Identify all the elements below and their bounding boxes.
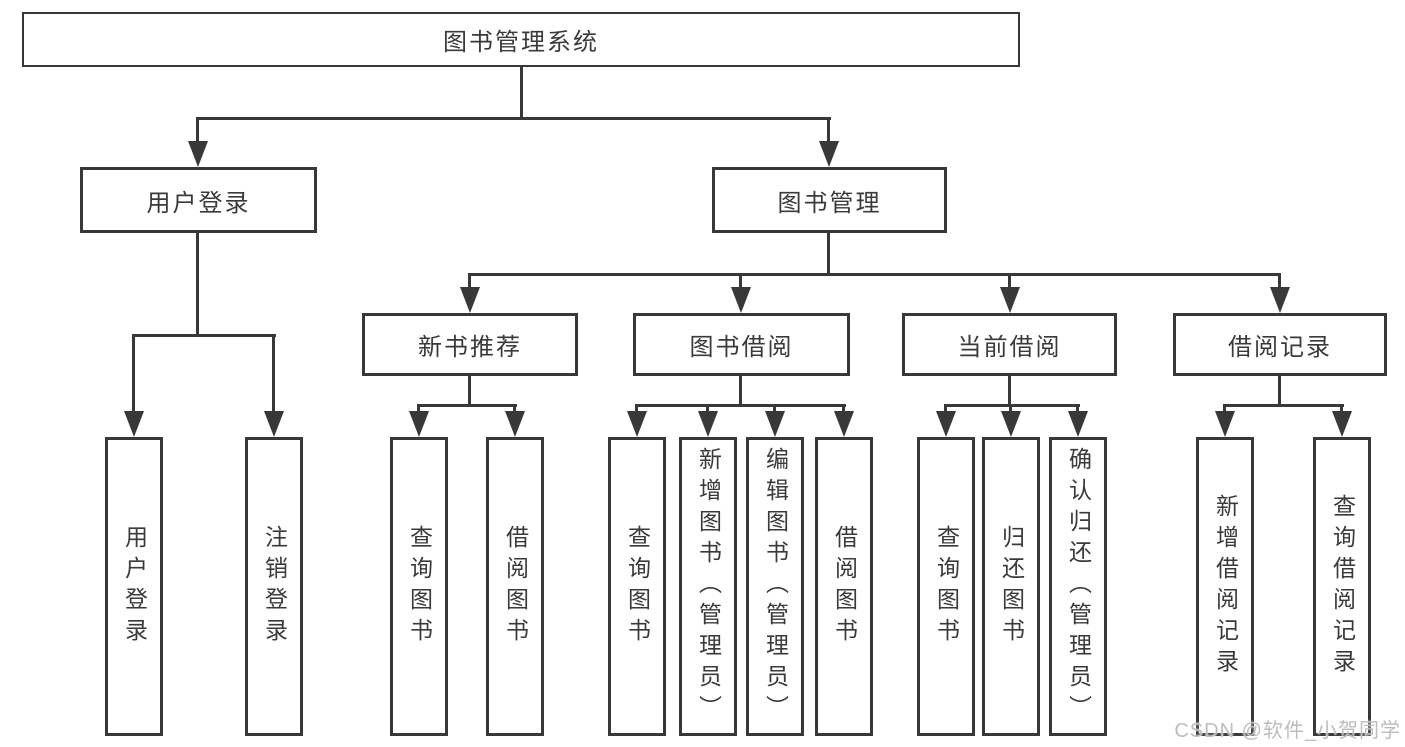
node-label: 归还图书 [998, 524, 1025, 649]
arrow-down-icon [264, 411, 284, 437]
arrow-down-icon [698, 411, 718, 437]
node-label: 用户登录 [121, 524, 148, 649]
node-label: 注销登录 [261, 524, 288, 649]
connector-line [944, 404, 1080, 407]
connector-line [827, 233, 830, 276]
arrow-down-icon [1068, 411, 1088, 437]
arrow-down-icon [627, 411, 647, 437]
arrow-down-icon [834, 411, 854, 437]
connector-line [842, 404, 845, 412]
node-label: 图书管理系统 [443, 29, 599, 56]
arrow-down-icon [124, 411, 144, 437]
node-label: 新书推荐 [418, 334, 522, 361]
connector-line [1278, 376, 1281, 407]
connector-line [739, 273, 742, 289]
node-leaf-query-books-recommend: 查询图书 [390, 437, 448, 736]
arrow-down-icon [409, 411, 429, 437]
node-new-book-recommend: 新书推荐 [362, 313, 578, 376]
node-label: 借阅图书 [502, 524, 529, 649]
watermark-text: CSDN @软件_小贺同学 [1174, 720, 1401, 742]
arrow-down-icon [1000, 287, 1020, 313]
arrow-down-icon [1001, 411, 1021, 437]
node-label: 确认归还（管理员） [1065, 447, 1092, 726]
connector-line [944, 404, 947, 412]
node-library-system: 图书管理系统 [22, 12, 1020, 67]
node-leaf-return-books: 归还图书 [982, 437, 1040, 736]
connector-line [1223, 404, 1226, 412]
connector-line [417, 404, 420, 412]
node-label: 新增图书（管理员） [695, 447, 722, 726]
connector-line [417, 404, 517, 407]
connector-line [635, 404, 638, 412]
node-leaf-query-books-current: 查询图书 [917, 437, 975, 736]
connector-line [132, 334, 276, 337]
arrow-down-icon [819, 141, 839, 167]
node-leaf-confirm-return-admin: 确认归还（管理员） [1049, 437, 1107, 736]
connector-line [513, 404, 516, 412]
node-label: 查询图书 [406, 524, 433, 649]
node-leaf-add-borrow-record: 新增借阅记录 [1196, 437, 1254, 736]
node-book-borrow: 图书借阅 [633, 313, 850, 376]
connector-line [635, 404, 846, 407]
node-book-management: 图书管理 [712, 167, 947, 233]
node-current-borrow: 当前借阅 [902, 313, 1117, 376]
arrow-down-icon [1270, 287, 1290, 313]
node-user-login: 用户登录 [80, 167, 317, 233]
connector-line [739, 376, 742, 407]
arrow-down-icon [765, 411, 785, 437]
node-label: 借阅图书 [831, 524, 858, 649]
arrow-down-icon [460, 287, 480, 313]
node-label: 图书借阅 [689, 334, 794, 361]
connector-line [1009, 404, 1012, 412]
connector-line [132, 334, 135, 412]
connector-line [1008, 273, 1011, 289]
node-leaf-borrow-books: 借阅图书 [815, 437, 873, 736]
connector-line [196, 117, 199, 143]
node-label: 查询图书 [933, 524, 960, 649]
arrow-down-icon [731, 287, 751, 313]
node-label: 编辑图书（管理员） [762, 447, 789, 726]
connector-line [827, 117, 830, 143]
connector-line [272, 334, 275, 412]
node-label: 查询借阅记录 [1329, 493, 1356, 680]
connector-line [706, 404, 709, 412]
connector-line [1076, 404, 1079, 412]
connector-line [520, 67, 523, 118]
connector-line [196, 233, 199, 336]
node-label: 图书管理 [777, 189, 882, 217]
arrow-down-icon [936, 411, 956, 437]
connector-line [1340, 404, 1343, 412]
node-label: 新增借阅记录 [1212, 493, 1239, 680]
node-label: 当前借阅 [957, 334, 1062, 361]
node-leaf-query-borrow-record: 查询借阅记录 [1313, 437, 1371, 736]
node-leaf-add-books-admin: 新增图书（管理员） [679, 437, 737, 736]
node-borrow-records: 借阅记录 [1173, 313, 1387, 376]
connector-line [1008, 376, 1011, 407]
connector-line [468, 273, 1281, 276]
arrow-down-icon [1332, 411, 1352, 437]
connector-line [468, 273, 471, 289]
connector-line [773, 404, 776, 412]
node-leaf-query-books-borrow: 查询图书 [608, 437, 666, 736]
arrow-down-icon [505, 411, 525, 437]
node-leaf-edit-books-admin: 编辑图书（管理员） [746, 437, 804, 736]
node-leaf-borrow-books-recommend: 借阅图书 [486, 437, 544, 736]
node-leaf-user-login: 用户登录 [105, 437, 163, 736]
connector-line [196, 117, 831, 120]
node-leaf-logout: 注销登录 [245, 437, 303, 736]
connector-line [1223, 404, 1344, 407]
node-label: 借阅记录 [1228, 334, 1332, 361]
connector-line [468, 376, 471, 407]
node-label: 查询图书 [624, 524, 651, 649]
arrow-down-icon [1215, 411, 1235, 437]
arrow-down-icon [188, 141, 208, 167]
node-label: 用户登录 [146, 189, 251, 217]
connector-line [1278, 273, 1281, 289]
